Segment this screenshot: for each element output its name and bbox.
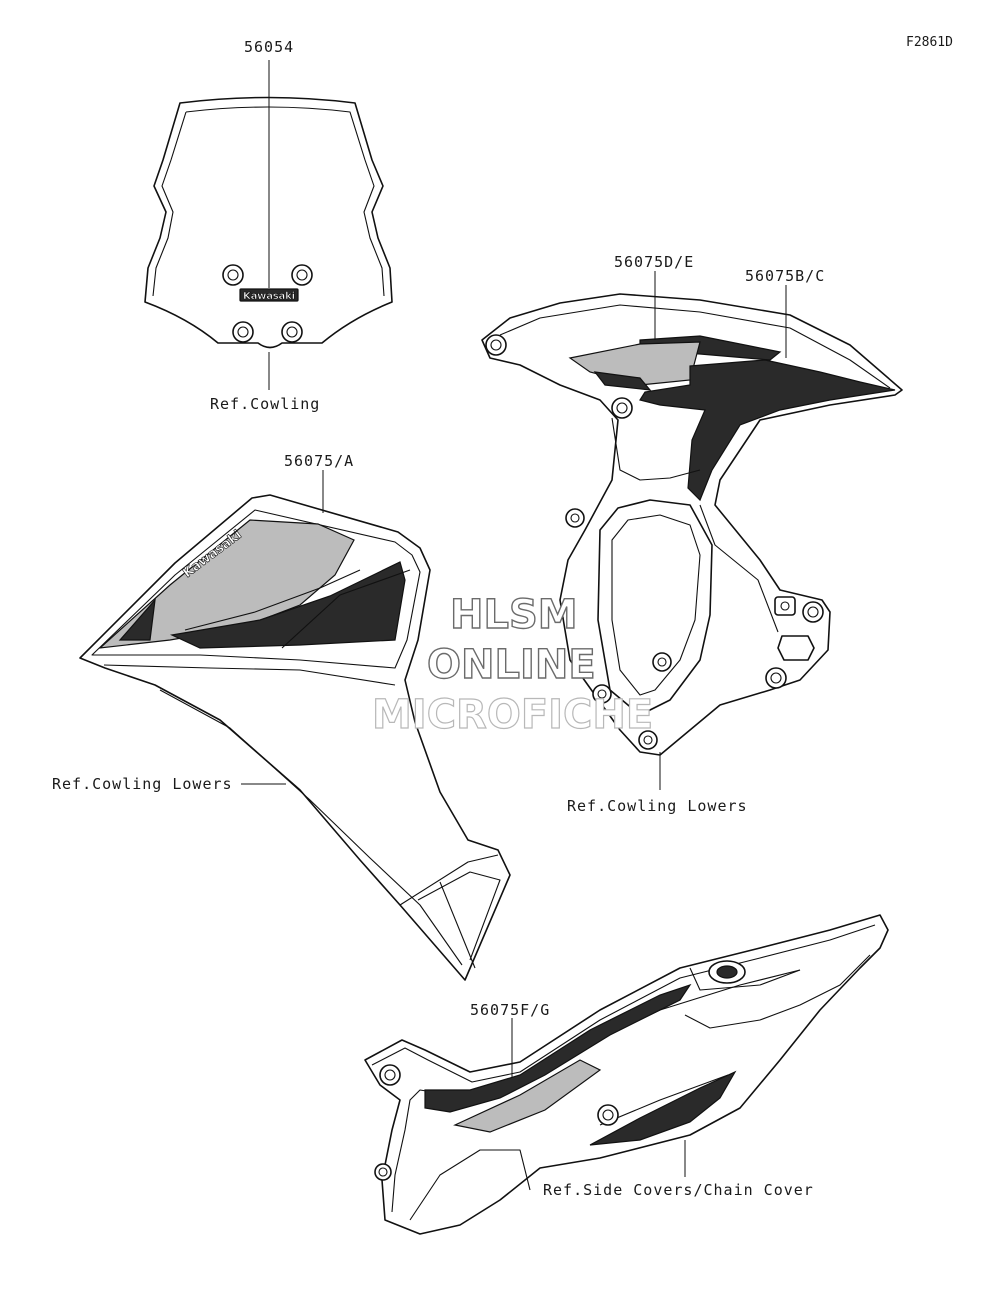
watermark-line-3: MICROFICHE bbox=[372, 692, 653, 738]
side-cover-mount-hole bbox=[597, 1104, 619, 1126]
right-cowl-mount-hole bbox=[638, 730, 658, 750]
right-cowl-decal-bc-callout: 56075B/C bbox=[745, 267, 825, 285]
right-cowl-mount-hole bbox=[774, 596, 796, 616]
right-cowl-mount-hole bbox=[802, 601, 824, 623]
left-cowl-decal-callout: 56075/A bbox=[284, 452, 354, 470]
right-cowl-mount-hole bbox=[765, 667, 787, 689]
windshield-mount-hole bbox=[232, 321, 254, 343]
windshield-decal-callout: 56054 bbox=[244, 38, 294, 56]
side-cover-mount-hole bbox=[374, 1163, 392, 1181]
right-cowl-mount-hole bbox=[485, 334, 507, 356]
windshield-mount-hole bbox=[291, 264, 313, 286]
windshield-kawasaki-decal: Kawasaki bbox=[239, 288, 299, 302]
side-cover-part bbox=[364, 914, 889, 1235]
figure-id: F2861D bbox=[906, 35, 953, 50]
ref-side-covers-label: Ref.Side Covers/Chain Cover bbox=[543, 1181, 814, 1199]
right-cowl-part bbox=[481, 293, 903, 756]
right-cowl-mount-hole bbox=[611, 397, 633, 419]
windshield-mount-hole bbox=[222, 264, 244, 286]
right-cowl-mount-hole bbox=[652, 652, 672, 672]
right-cowl-mount-hole bbox=[592, 684, 612, 704]
ref-cowling-label: Ref.Cowling bbox=[210, 395, 320, 413]
windshield-mount-hole bbox=[281, 321, 303, 343]
watermark-line-1: HLSM bbox=[450, 592, 578, 638]
windshield-decal-brand: Kawasaki bbox=[243, 291, 295, 302]
side-cover-decal-callout: 56075F/G bbox=[470, 1001, 550, 1019]
watermark: HLSM ONLINE MICROFICHE bbox=[371, 591, 653, 738]
ref-cowling-lowers-right-label: Ref.Cowling Lowers bbox=[567, 797, 748, 815]
right-cowl-decal-de-callout: 56075D/E bbox=[614, 253, 694, 271]
right-cowl-mount-hole bbox=[565, 508, 585, 528]
watermark-line-2: ONLINE bbox=[427, 642, 596, 688]
left-cowl-part: Kawasaki bbox=[79, 494, 511, 981]
side-cover-mount-hole bbox=[708, 960, 746, 984]
ref-cowling-lowers-left-label: Ref.Cowling Lowers bbox=[52, 775, 233, 793]
side-cover-mount-hole bbox=[379, 1064, 401, 1086]
